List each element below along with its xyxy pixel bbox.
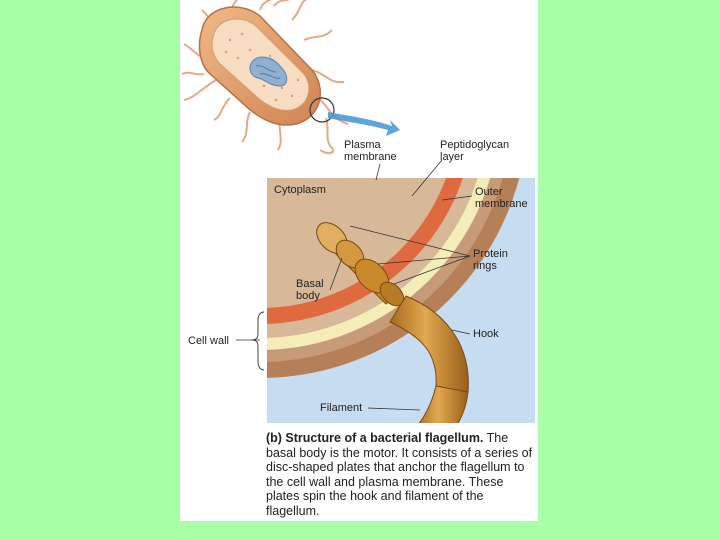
label-basal-body: Basal body xyxy=(296,278,324,302)
zoom-arrow xyxy=(328,112,400,136)
label-cell-wall: Cell wall xyxy=(188,335,229,347)
ribosome-dots xyxy=(224,32,300,102)
slide-panel: Plasma membrane Peptidoglycan layer Cyto… xyxy=(180,0,538,521)
cell-wall-bracket xyxy=(251,311,265,371)
label-peptidoglycan-layer: Peptidoglycan layer xyxy=(440,139,510,163)
label-plasma-membrane: Plasma membrane xyxy=(344,139,397,163)
flagella-strands xyxy=(181,0,349,155)
zoom-circle xyxy=(309,97,335,123)
cross-section xyxy=(267,178,535,423)
caption-title: (b) Structure of a bacterial flagellum. xyxy=(266,431,484,445)
basal-body xyxy=(316,222,405,307)
label-outer-membrane: Outer membrane xyxy=(475,186,528,210)
leader-lines xyxy=(236,159,473,411)
bacterium-illustration xyxy=(181,0,400,155)
label-filament: Filament xyxy=(320,402,363,414)
nucleoid xyxy=(249,56,288,87)
filament xyxy=(418,385,469,423)
caption-body: The basal body is the motor. It consists… xyxy=(266,431,533,518)
label-protein-rings: Protein rings xyxy=(473,248,508,272)
flagellum-diagram xyxy=(181,0,535,423)
figure-caption: (b) Structure of a bacterial flagellum. … xyxy=(266,431,536,519)
label-cytoplasm: Cytoplasm xyxy=(274,184,326,196)
label-hook: Hook xyxy=(473,328,499,340)
